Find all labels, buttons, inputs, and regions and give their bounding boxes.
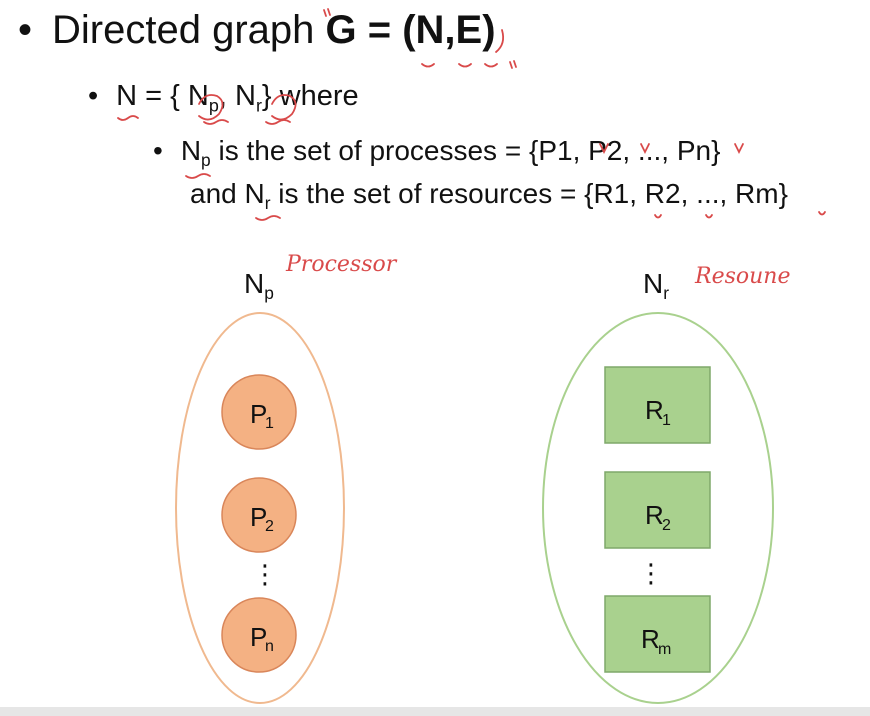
process-node: P 2 — [221, 477, 297, 553]
svg-text:R: R — [645, 395, 664, 425]
svg-text:2: 2 — [662, 517, 671, 534]
np-set-label: Np — [244, 268, 274, 304]
bullet-icon: • — [88, 80, 99, 112]
svg-text:1: 1 — [265, 415, 274, 432]
heading-formula: G = (N,E) — [325, 8, 496, 52]
process-ellipsis: ⋮ — [252, 560, 278, 590]
bullet-icon: • — [18, 8, 33, 52]
svg-text:P: P — [250, 622, 267, 652]
heading-line: • Directed graph G = (N,E) — [18, 8, 496, 53]
svg-text:n: n — [265, 638, 274, 655]
resource-set-ellipse — [542, 312, 774, 704]
ink-annotations — [117, 8, 826, 221]
bullet-icon: • — [153, 135, 163, 166]
process-node: P 1 — [221, 374, 297, 450]
resource-set-line: and Nr is the set of resources = {R1, R2… — [190, 178, 788, 214]
resource-set-text: is the set of resources = {R1, R2, ..., … — [270, 178, 788, 209]
svg-text:P: P — [250, 399, 267, 429]
processor-annotation: Processor — [285, 252, 398, 277]
nr-symbol: Nr — [234, 80, 262, 116]
resource-ellipsis: ⋮ — [638, 559, 664, 589]
process-set-line: • Np is the set of processes = {P1, P2, .… — [153, 135, 721, 171]
svg-text:P: P — [250, 502, 267, 532]
nr-set-label: Nr — [643, 268, 670, 304]
nr-symbol: Nr — [244, 178, 271, 214]
svg-text:m: m — [658, 641, 671, 658]
process-set-ellipse — [175, 312, 345, 704]
equals-text: = { — [137, 80, 188, 112]
resource-node: R m — [604, 595, 711, 673]
resource-node: R 1 — [604, 366, 711, 444]
resource-annotation: Resoune — [694, 264, 790, 289]
process-set-text: is the set of processes = {P1, P2, ..., … — [210, 135, 721, 166]
and-text: and — [190, 178, 245, 209]
comma-text: , — [218, 80, 235, 112]
n-symbol: N — [116, 80, 138, 112]
bottom-bar — [0, 707, 870, 716]
svg-text:R: R — [645, 500, 664, 530]
heading-text: Directed graph — [52, 8, 326, 52]
svg-text:2: 2 — [265, 518, 274, 535]
svg-text:1: 1 — [662, 412, 671, 429]
process-node: P n — [221, 597, 297, 673]
np-symbol: Np — [187, 80, 219, 116]
resource-node: R 2 — [604, 471, 711, 549]
np-symbol: Np — [180, 135, 211, 171]
svg-text:R: R — [641, 624, 660, 654]
